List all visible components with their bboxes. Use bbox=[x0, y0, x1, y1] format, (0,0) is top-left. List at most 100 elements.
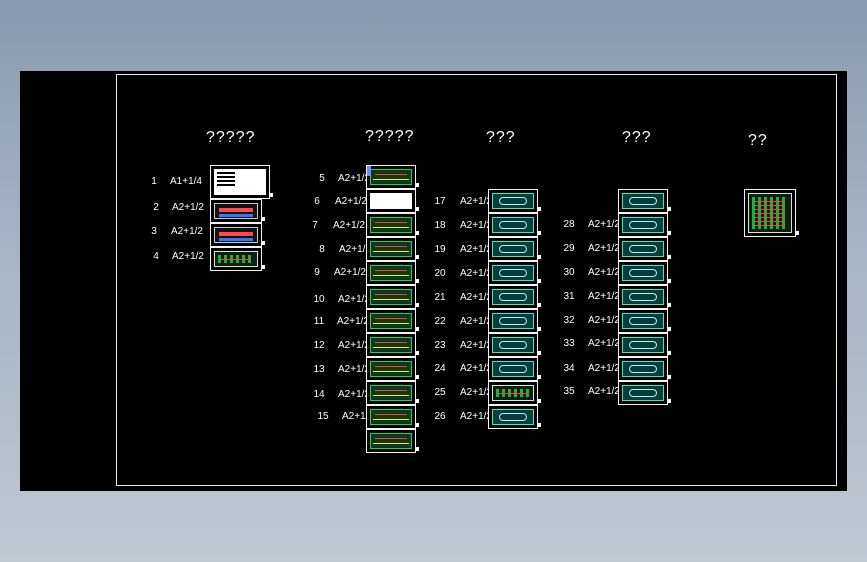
sheet-format-label: A2+1/2 bbox=[460, 220, 492, 231]
sheet-title-block bbox=[796, 231, 799, 235]
sheet-number: 34 bbox=[563, 363, 575, 374]
sheet-format-label: A2+1/2 bbox=[339, 244, 371, 255]
sheet-format-label: A2+1/2 bbox=[588, 219, 620, 230]
drawing-thumbnail-28[interactable] bbox=[618, 189, 671, 213]
drawing-thumbnail-22[interactable] bbox=[488, 309, 541, 333]
drawing-thumbnail-31[interactable] bbox=[618, 261, 671, 285]
drawing-thumbnail-2[interactable] bbox=[210, 199, 265, 223]
drawing-thumbnail-33[interactable] bbox=[618, 309, 671, 333]
sheet-title-block bbox=[668, 231, 671, 235]
drawing-thumbnail-19[interactable] bbox=[488, 237, 541, 261]
sheet-plan-drawing bbox=[370, 217, 412, 233]
sheet-format-label: A2+1/2 bbox=[338, 364, 370, 375]
drawing-thumbnail-5[interactable] bbox=[366, 165, 419, 189]
drawing-thumbnail-29[interactable] bbox=[618, 213, 671, 237]
sheet-plan-drawing bbox=[370, 385, 412, 401]
sheet-number: 7 bbox=[312, 220, 318, 231]
drawing-thumbnail-detail[interactable] bbox=[744, 189, 799, 237]
drawing-thumbnail-34[interactable] bbox=[618, 333, 671, 357]
drawing-thumbnail-10[interactable] bbox=[366, 285, 419, 309]
sheet-plan-drawing bbox=[370, 265, 412, 281]
sheet-title-block bbox=[416, 423, 419, 427]
drawing-thumbnail-35[interactable] bbox=[618, 357, 671, 381]
drawing-thumbnail-36[interactable] bbox=[618, 381, 671, 405]
sheet-title-block bbox=[538, 255, 541, 259]
sheet-number: 12 bbox=[313, 340, 325, 351]
sheet-format-label: A2+1/2 bbox=[171, 226, 203, 237]
drawing-thumbnail-32[interactable] bbox=[618, 285, 671, 309]
drawing-thumbnail-13[interactable] bbox=[366, 357, 419, 381]
sheet-title-block bbox=[416, 279, 419, 283]
sheet-plan-drawing bbox=[622, 217, 664, 233]
group-title-4: ??? bbox=[622, 129, 652, 146]
sheet-plan-drawing bbox=[370, 289, 412, 305]
sheet-title-block bbox=[416, 399, 419, 403]
drawing-thumbnail-25[interactable] bbox=[488, 381, 541, 405]
drawing-thumbnail-23[interactable] bbox=[488, 333, 541, 357]
drawing-thumbnail-15[interactable] bbox=[366, 405, 419, 429]
sheet-title-block bbox=[416, 255, 419, 259]
sheet-plan-drawing bbox=[370, 169, 412, 185]
drawing-thumbnail-12[interactable] bbox=[366, 333, 419, 357]
sheet-number: 17 bbox=[434, 196, 446, 207]
sheet-number: 23 bbox=[434, 340, 446, 351]
drawing-thumbnail-17[interactable] bbox=[488, 189, 541, 213]
sheet-number: 24 bbox=[434, 363, 446, 374]
sheet-format-label: A2+1/2 bbox=[460, 411, 492, 422]
sheet-plan-drawing bbox=[370, 433, 412, 449]
drawing-thumbnail-16[interactable] bbox=[366, 429, 419, 453]
sheet-format-label: A2+1/2 bbox=[338, 340, 370, 351]
sheet-format-label: A2+1/2 bbox=[338, 389, 370, 400]
drawing-thumbnail-1[interactable] bbox=[210, 165, 273, 199]
drawing-thumbnail-8[interactable] bbox=[366, 237, 419, 261]
drawing-thumbnail-11[interactable] bbox=[366, 309, 419, 333]
sheet-plan-drawing bbox=[214, 227, 258, 243]
sheet-title-block bbox=[668, 303, 671, 307]
sheet-title-block bbox=[262, 217, 265, 221]
sheet-title-block bbox=[538, 303, 541, 307]
sheet-plan-drawing bbox=[622, 361, 664, 377]
drawing-thumbnail-26[interactable] bbox=[488, 405, 541, 429]
sheet-title-block bbox=[668, 375, 671, 379]
sheet-number: 10 bbox=[313, 294, 325, 305]
sheet-format-label: A2+1/2 bbox=[334, 267, 366, 278]
drawing-thumbnail-20[interactable] bbox=[488, 261, 541, 285]
sheet-plan-drawing bbox=[370, 193, 412, 209]
sheet-format-label: A2+1/2 bbox=[333, 220, 365, 231]
sheet-plan-drawing bbox=[370, 409, 412, 425]
sheet-format-label: A2+1/2 bbox=[588, 363, 620, 374]
sheet-title-block bbox=[538, 423, 541, 427]
drawing-thumbnail-18[interactable] bbox=[488, 213, 541, 237]
sheet-number: 22 bbox=[434, 316, 446, 327]
sheet-title-block bbox=[538, 375, 541, 379]
sheet-number: 2 bbox=[153, 202, 159, 213]
group-title-3: ??? bbox=[486, 129, 516, 146]
drawing-thumbnail-4[interactable] bbox=[210, 247, 265, 271]
sheet-format-label: A2+1/2 bbox=[460, 363, 492, 374]
sheet-title-block bbox=[416, 207, 419, 211]
sheet-number: 31 bbox=[563, 291, 575, 302]
drawing-thumbnail-6[interactable] bbox=[366, 189, 419, 213]
sheet-title-block bbox=[538, 399, 541, 403]
sheet-plan-drawing bbox=[214, 251, 258, 267]
drawing-thumbnail-21[interactable] bbox=[488, 285, 541, 309]
sheet-number: 19 bbox=[434, 244, 446, 255]
sheet-plan-drawing bbox=[622, 241, 664, 257]
sheet-number: 15 bbox=[317, 411, 329, 422]
sheet-title-block bbox=[668, 255, 671, 259]
sheet-number: 26 bbox=[434, 411, 446, 422]
drawing-thumbnail-9[interactable] bbox=[366, 261, 419, 285]
drawing-thumbnail-14[interactable] bbox=[366, 381, 419, 405]
sheet-number: 5 bbox=[319, 173, 325, 184]
sheet-plan-drawing bbox=[492, 289, 534, 305]
sheet-plan-drawing bbox=[370, 361, 412, 377]
drawing-thumbnail-3[interactable] bbox=[210, 223, 265, 247]
drawing-thumbnail-7[interactable] bbox=[366, 213, 419, 237]
sheet-format-label: A2+1/2 bbox=[460, 292, 492, 303]
drawing-thumbnail-30[interactable] bbox=[618, 237, 671, 261]
sheet-plan-drawing bbox=[370, 337, 412, 353]
sheet-format-label: A2+1/2 bbox=[588, 315, 620, 326]
drawing-thumbnail-24[interactable] bbox=[488, 357, 541, 381]
sheet-title-block bbox=[262, 265, 265, 269]
